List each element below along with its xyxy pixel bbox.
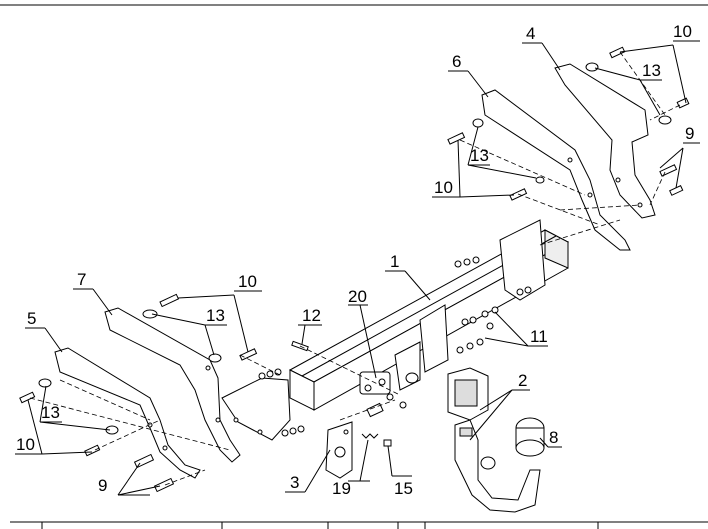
fasteners [19,46,690,493]
callout-20: 20 [348,287,367,306]
callout-13-center: 13 [206,306,225,325]
callout-1: 1 [390,252,399,271]
bracket-4 [554,63,656,219]
callout-5: 5 [27,309,36,328]
bottom-table-dividers [41,522,599,529]
leader-lines [15,40,700,496]
callout-10-mid-right: 10 [434,178,453,197]
callout-6: 6 [452,52,461,71]
callout-9-right: 9 [685,124,694,143]
callout-4: 4 [526,24,535,43]
callout-9-left: 9 [98,476,107,495]
callout-19: 19 [332,479,351,498]
assembly-dashed-lines [29,51,681,486]
bracket-6 [481,89,631,251]
callout-13-top-right: 13 [642,61,661,80]
callout-11: 11 [530,327,548,346]
callout-3: 3 [290,473,299,492]
crossbar-left-plate [221,377,291,441]
callout-13-left: 13 [41,403,60,422]
callout-10-center: 10 [238,272,257,291]
callout-8: 8 [549,428,558,447]
bracket-7 [104,307,241,463]
callout-2: 2 [518,371,527,390]
callout-15: 15 [394,479,413,498]
callout-7: 7 [77,270,86,289]
callout-13-mid-right: 13 [470,146,489,165]
tow-ball-neck [454,419,541,513]
callout-10-left: 10 [16,435,35,454]
callout-12: 12 [302,306,321,325]
hitch-bracket [447,367,489,421]
tow-ball [515,417,545,457]
bracket-5 [54,347,201,479]
callout-10-top-right: 10 [673,22,692,41]
crossbar-right-bracket [394,219,546,391]
socket-plate [325,421,392,479]
